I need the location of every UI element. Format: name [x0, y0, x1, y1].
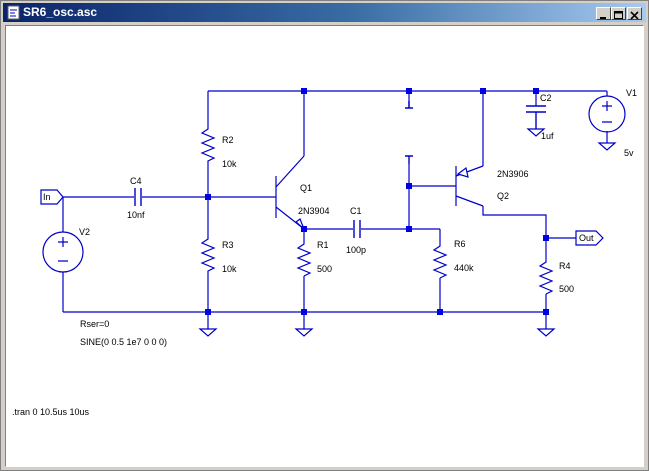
q1-ref: Q1: [300, 183, 312, 193]
v2-ref: V2: [79, 227, 90, 237]
junction-node: [543, 309, 549, 315]
spice-directive[interactable]: .tran 0 10.5us 10us: [12, 407, 90, 417]
ground-icon: [526, 128, 546, 137]
r3-value: 10k: [222, 264, 237, 274]
maximize-icon: [614, 11, 623, 19]
minimize-button[interactable]: [596, 7, 611, 20]
close-icon: [630, 11, 639, 20]
junction-node: [543, 235, 549, 241]
junction-node: [205, 309, 211, 315]
v2-value: SINE(0 0.5 1e7 0 0 0): [80, 337, 167, 347]
r2-value: 10k: [222, 159, 237, 169]
junction-node: [406, 226, 412, 232]
c2-value: 1uf: [541, 131, 554, 141]
ground-icon: [597, 142, 617, 151]
schematic-canvas[interactable]: In Out V1 5v V2 Rser=0 SINE(0 0.5 1e7 0 …: [5, 25, 644, 467]
minimize-icon: [600, 17, 606, 19]
junction-node: [406, 88, 412, 94]
q2-model: 2N3906: [497, 169, 529, 179]
junction-node: [480, 88, 486, 94]
c1-value: 100p: [346, 245, 366, 255]
out-port-flag[interactable]: [575, 230, 604, 246]
r6-value: 440k: [454, 263, 474, 273]
resistor-r1[interactable]: [296, 240, 312, 277]
transistor-q1[interactable]: [264, 155, 305, 230]
q1-model: 2N3904: [298, 206, 330, 216]
c4-value: 10nf: [127, 210, 145, 220]
capacitor-c2[interactable]: [526, 105, 546, 129]
c4-ref: C4: [130, 176, 142, 186]
ground-icon: [198, 320, 218, 337]
junction-node: [301, 309, 307, 315]
resistor-r6[interactable]: [432, 242, 448, 279]
capacitor-c4[interactable]: [134, 188, 142, 206]
transistor-q2[interactable]: [442, 165, 484, 207]
junction-node: [533, 88, 539, 94]
r4-ref: R4: [559, 261, 571, 271]
v2-rser: Rser=0: [80, 319, 109, 329]
title-bar[interactable]: SR6_osc.asc: [3, 3, 646, 22]
schematic-doc-icon: [7, 5, 20, 20]
resistor-r4[interactable]: [538, 258, 554, 295]
in-port-flag[interactable]: [40, 189, 64, 205]
in-port-label: In: [43, 192, 51, 202]
ground-icon: [536, 320, 556, 337]
c2-ref: C2: [540, 93, 552, 103]
resistor-r2[interactable]: [200, 124, 216, 165]
r3-ref: R3: [222, 240, 234, 250]
r4-value: 500: [559, 284, 574, 294]
r1-ref: R1: [317, 240, 329, 250]
q2-ref: Q2: [497, 191, 509, 201]
window-title: SR6_osc.asc: [23, 5, 98, 19]
junction-node: [437, 309, 443, 315]
v1-value: 5v: [624, 148, 634, 158]
voltage-source-v1[interactable]: [588, 95, 626, 133]
close-button[interactable]: [627, 7, 642, 20]
r6-ref: R6: [454, 239, 466, 249]
maximize-button[interactable]: [611, 7, 626, 20]
v1-ref: V1: [626, 88, 637, 98]
schematic[interactable]: In Out V1 5v V2 Rser=0 SINE(0 0.5 1e7 0 …: [6, 26, 643, 466]
junction-node: [301, 226, 307, 232]
capacitor-c1[interactable]: [353, 220, 361, 238]
ground-icon: [294, 320, 314, 337]
junction-node: [301, 88, 307, 94]
out-port-label: Out: [579, 233, 594, 243]
junction-node: [205, 194, 211, 200]
feedthrough-capacitor[interactable]: [405, 101, 413, 164]
resistor-r3[interactable]: [200, 234, 216, 275]
r1-value: 500: [317, 264, 332, 274]
junction-node: [406, 183, 412, 189]
voltage-source-v2[interactable]: [42, 231, 84, 273]
r2-ref: R2: [222, 135, 234, 145]
c1-ref: C1: [350, 206, 362, 216]
